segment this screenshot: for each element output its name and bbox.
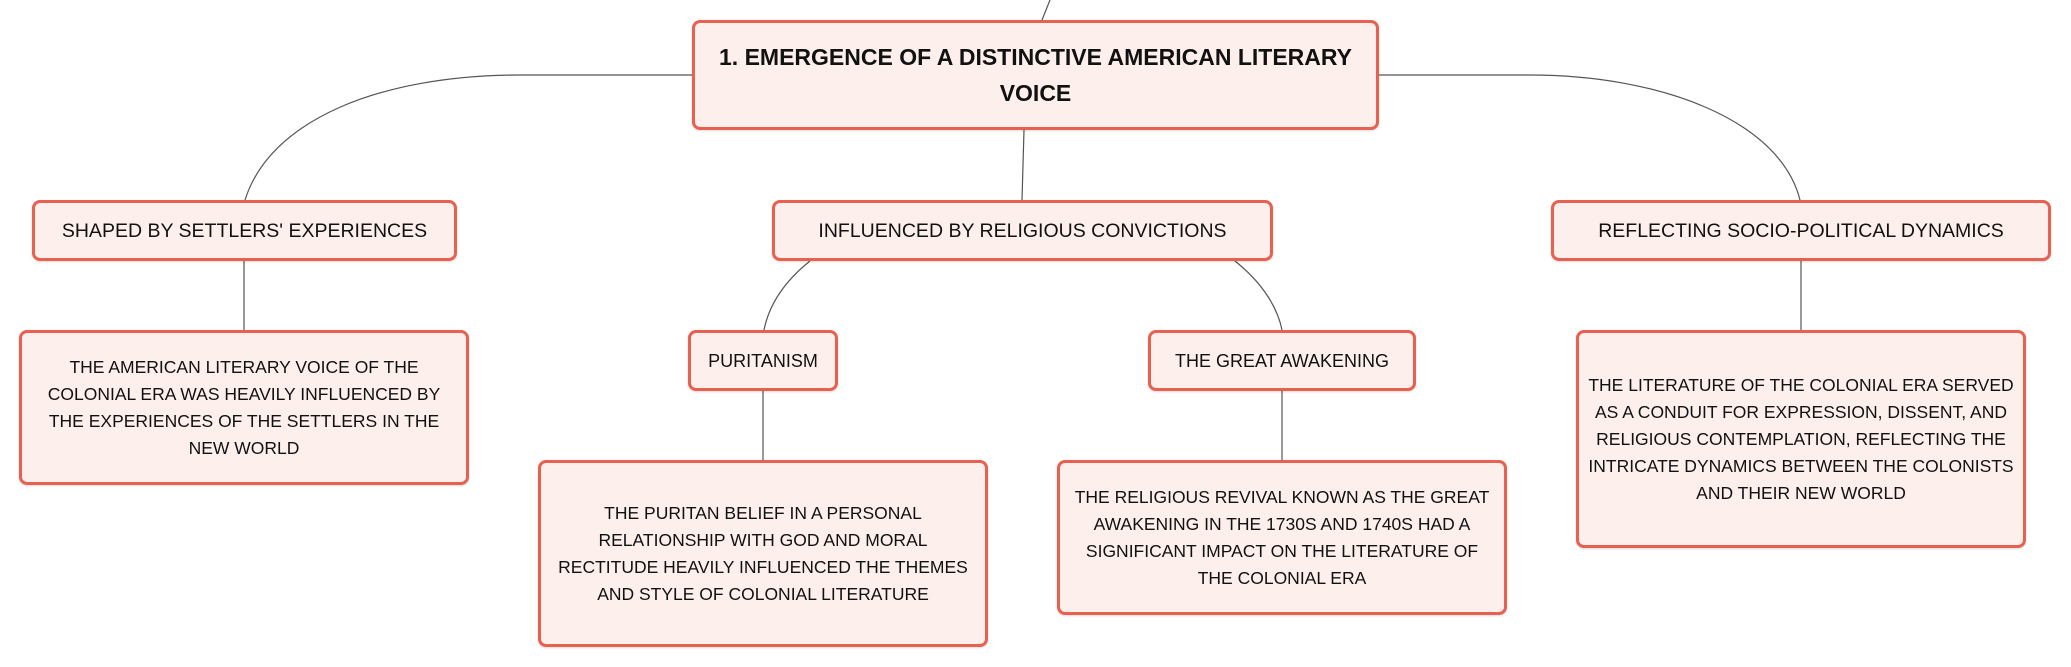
connector-to-parent xyxy=(1041,0,1051,21)
connector-root-sociopolitical xyxy=(1379,74,1801,201)
subtopic-label: THE GREAT AWAKENING xyxy=(1174,350,1390,371)
subtopic-label: PURITANISM xyxy=(708,350,818,371)
connector-religious-puritanism xyxy=(763,260,811,331)
connector-religious-awakening xyxy=(1234,260,1283,331)
detail-node-settlers[interactable]: THE AMERICAN LITERARY VOICE OF THE COLON… xyxy=(19,330,469,485)
detail-node-puritanism[interactable]: THE PURITAN BELIEF IN A PERSONAL RELATIO… xyxy=(538,460,988,647)
subtopic-node-great-awakening[interactable]: THE GREAT AWAKENING xyxy=(1148,330,1416,391)
topic-node-religious-convictions[interactable]: INFLUENCED BY RELIGIOUS CONVICTIONS xyxy=(772,200,1273,261)
root-topic-label: 1. EMERGENCE OF A DISTINCTIVE AMERICAN L… xyxy=(719,44,1352,106)
connector-root-settlers xyxy=(244,74,692,201)
detail-text: THE RELIGIOUS REVIVAL KNOWN AS THE GREAT… xyxy=(1074,486,1490,588)
root-topic-node[interactable]: 1. EMERGENCE OF A DISTINCTIVE AMERICAN L… xyxy=(692,20,1379,130)
detail-node-great-awakening[interactable]: THE RELIGIOUS REVIVAL KNOWN AS THE GREAT… xyxy=(1057,460,1507,615)
subtopic-node-puritanism[interactable]: PURITANISM xyxy=(688,330,838,391)
detail-text: THE LITERATURE OF THE COLONIAL ERA SERVE… xyxy=(1588,374,2014,503)
detail-text: THE AMERICAN LITERARY VOICE OF THE COLON… xyxy=(47,356,441,458)
connector-root-religious xyxy=(1021,129,1025,201)
topic-label: SHAPED BY SETTLERS' EXPERIENCES xyxy=(61,219,428,242)
topic-node-socio-political-dynamics[interactable]: REFLECTING SOCIO-POLITICAL DYNAMICS xyxy=(1551,200,2051,261)
detail-node-socio-political[interactable]: THE LITERATURE OF THE COLONIAL ERA SERVE… xyxy=(1576,330,2026,548)
detail-text: THE PURITAN BELIEF IN A PERSONAL RELATIO… xyxy=(558,502,968,604)
topic-label: INFLUENCED BY RELIGIOUS CONVICTIONS xyxy=(818,219,1227,242)
topic-label: REFLECTING SOCIO-POLITICAL DYNAMICS xyxy=(1598,219,2004,242)
topic-node-settlers-experiences[interactable]: SHAPED BY SETTLERS' EXPERIENCES xyxy=(32,200,457,261)
